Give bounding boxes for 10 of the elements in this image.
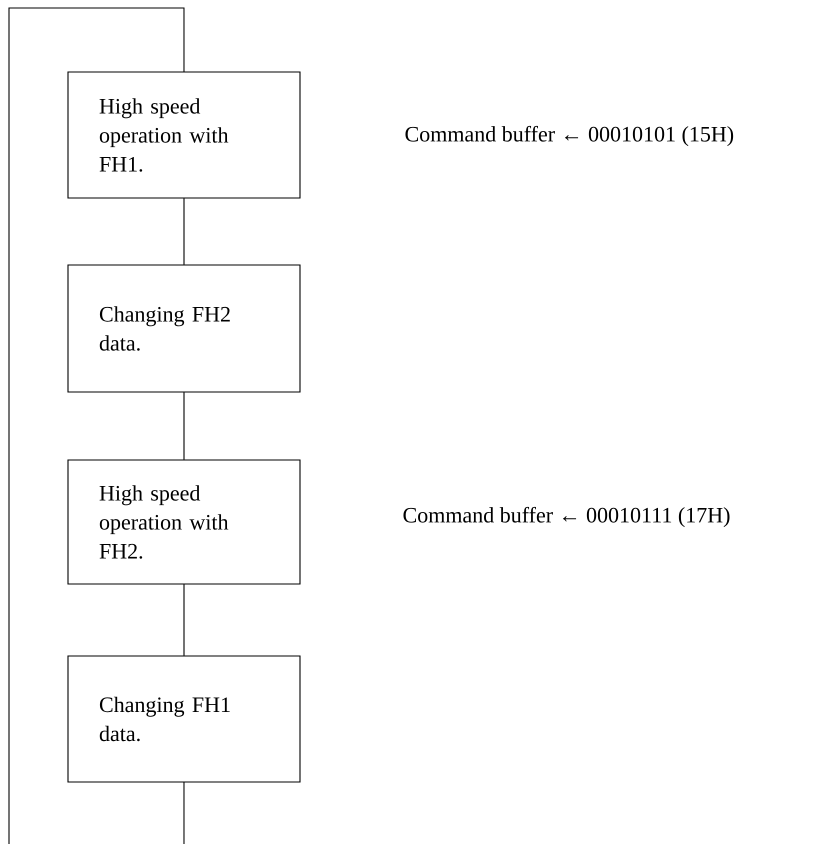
connector-line: [183, 392, 185, 460]
process-box: Changing FH1 data.: [67, 655, 301, 783]
process-box: High speed operation with FH1.: [67, 71, 301, 199]
connector-line: [183, 198, 185, 264]
note-text: Command buffer ← 00010101 (15H): [405, 126, 734, 146]
connector-line: [183, 584, 185, 656]
process-box: Changing FH2 data.: [67, 264, 301, 393]
process-box: High speed operation with FH2.: [67, 459, 301, 585]
connector-line: [8, 7, 185, 844]
note-text: Command buffer ← 00010111 (17H): [403, 506, 730, 528]
